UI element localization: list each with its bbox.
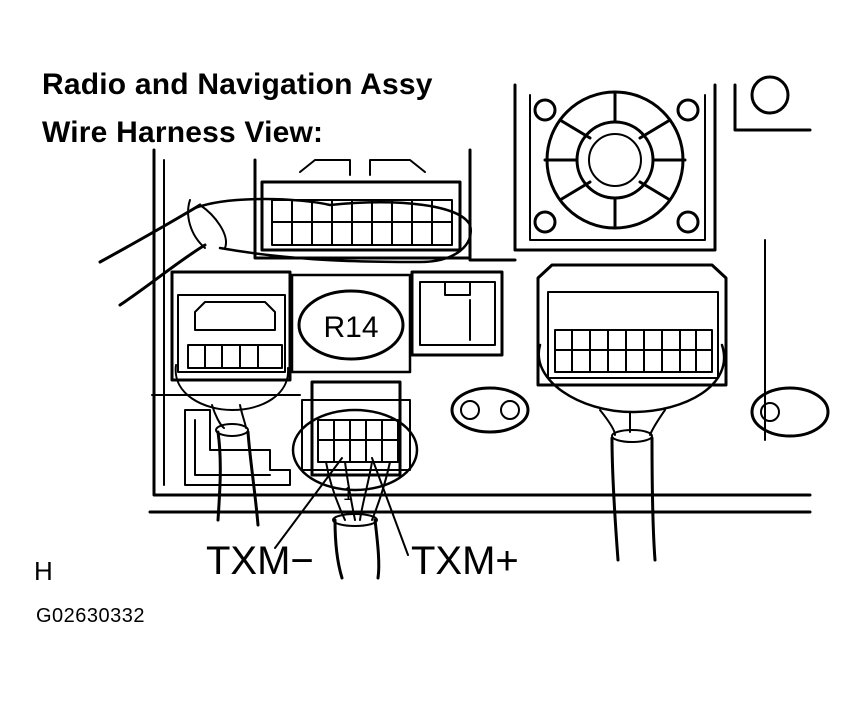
pin-number-marker: 1 — [343, 484, 353, 504]
target-connector: 1 — [291, 380, 419, 504]
figure-id: G02630332 — [36, 605, 146, 627]
corner-label: H — [34, 556, 53, 586]
small-connector — [410, 270, 504, 357]
cooling-fan — [533, 75, 790, 234]
right-connector — [536, 263, 728, 414]
callout-txm-minus: TXM− — [206, 539, 314, 583]
r14-label-frame: R14 — [290, 273, 412, 374]
diagram-subtitle: Wire Harness View: — [42, 116, 324, 149]
radio-unit-housing — [148, 83, 812, 514]
left-harness-cable — [211, 404, 260, 527]
mounting-bracket — [184, 409, 291, 486]
right-harness-cable — [599, 409, 666, 562]
middle-harness-cable — [325, 461, 391, 580]
top-connector — [193, 158, 473, 264]
callout-leaders — [274, 457, 409, 556]
left-connector — [170, 270, 292, 411]
callout-txm-plus: TXM+ — [411, 539, 519, 583]
top-harness-cable — [98, 199, 227, 307]
diagram-title: Radio and Navigation Assy — [42, 68, 433, 101]
connector-label-r14: R14 — [323, 311, 378, 344]
mounting-tabs — [450, 386, 830, 438]
